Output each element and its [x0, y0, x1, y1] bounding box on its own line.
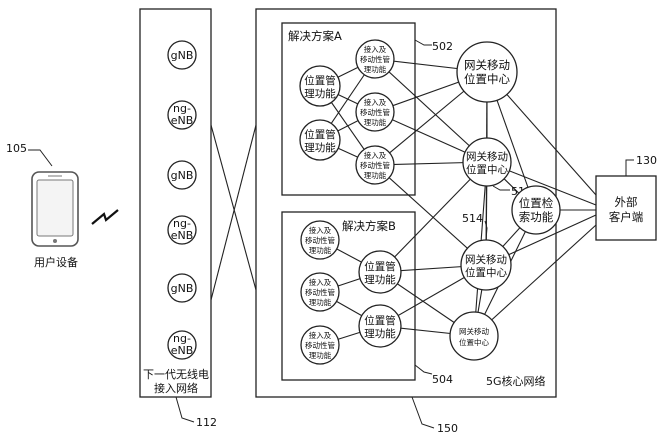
gmlc-1: 网关移动 位置中心 [456, 41, 518, 103]
user-device: 用户设备 105 [6, 142, 79, 269]
gmlc-3: 网关移动 位置中心 514 [460, 212, 512, 291]
solution-a-group: 解决方案A 502 [281, 22, 453, 196]
lmf-label: 理功能 [364, 273, 396, 286]
solution-a-lmf-2: 位置管 理功能 [299, 119, 341, 161]
ran-node-1: gNB [167, 40, 197, 70]
ran-node-label: eNB [171, 114, 194, 127]
solution-a-lmf-1: 位置管 理功能 [299, 65, 341, 107]
gmlc-label: 网关移动 [459, 326, 489, 336]
amf-label: 移动性管 [305, 340, 335, 350]
ran-node-label: ng- [173, 217, 191, 230]
lmf-label: 理功能 [364, 327, 396, 340]
amf-label: 接入及 [309, 330, 332, 340]
gmlc-label: 位置中心 [464, 72, 510, 86]
gmlc-label: 网关移动 [465, 253, 507, 266]
lmf-label: 位置管 [304, 74, 336, 87]
amf-label: 接入及 [364, 97, 387, 107]
amf-label: 理功能 [364, 170, 387, 180]
gmlc-3-ref: 514 [462, 212, 483, 225]
amf-label: 接入及 [364, 44, 387, 54]
solution-b-amf-1: 接入及 移动性管 理功能 [300, 220, 340, 260]
ran-node-5: gNB [167, 273, 197, 303]
solution-b-amf-2: 接入及 移动性管 理功能 [300, 272, 340, 312]
gmlc-label: 位置中心 [465, 266, 507, 279]
solution-b-title: 解决方案B [342, 219, 396, 233]
solution-a-ref: 502 [432, 40, 453, 53]
amf-label: 理功能 [364, 64, 387, 74]
lmf-label: 位置管 [304, 128, 336, 141]
amf-label: 理功能 [364, 117, 387, 127]
solution-b-amf-3: 接入及 移动性管 理功能 [300, 325, 340, 365]
ran-node-4: ng- eNB [167, 215, 197, 245]
gmlc-label: 网关移动 [464, 58, 510, 72]
core-network-label: 5G核心网络 [486, 374, 546, 388]
gmlc-4: 网关移动 位置中心 [449, 311, 499, 361]
external-client-ref: 130 [636, 154, 657, 167]
lmf-label: 理功能 [304, 141, 336, 154]
solution-a-title: 解决方案A [288, 29, 342, 43]
ran-node-label: ng- [173, 102, 191, 115]
gmlc-label: 位置中心 [466, 163, 508, 176]
amf-label: 理功能 [309, 297, 332, 307]
user-device-label: 用户设备 [34, 255, 78, 269]
ran-label: 接入网络 [154, 381, 198, 395]
ran-node-2: ng- eNB [167, 100, 197, 130]
ran-node-6: ng- eNB [167, 330, 197, 360]
amf-label: 移动性管 [360, 54, 390, 64]
lmf-label: 理功能 [304, 87, 336, 100]
solution-b-lmf-1: 位置管 理功能 [358, 250, 402, 294]
gmlc-label: 位置中心 [459, 337, 489, 347]
amf-label: 移动性管 [305, 287, 335, 297]
lmf-label: 位置管 [364, 260, 396, 273]
amf-label: 移动性管 [305, 235, 335, 245]
solution-b-box [281, 211, 416, 381]
solution-b-ref: 504 [432, 373, 453, 386]
ran-ref: 112 [196, 416, 217, 429]
solution-b-group: 解决方案B 504 [281, 211, 453, 386]
solution-a-box [281, 22, 416, 196]
solution-b-lmf-2: 位置管 理功能 [358, 304, 402, 348]
amf-label: 接入及 [309, 277, 332, 287]
amf-label: 理功能 [309, 350, 332, 360]
external-client-label: 客户端 [609, 210, 644, 224]
gmlc-label: 网关移动 [466, 150, 508, 163]
ran-node-label: eNB [171, 344, 194, 357]
ran-label: 下一代无线电 [143, 367, 209, 381]
lrf-label: 位置检 [519, 196, 554, 210]
lmf-label: 位置管 [364, 314, 396, 327]
solution-a-amf-3: 接入及 移动性管 理功能 [355, 145, 395, 185]
lrf-label: 索功能 [519, 210, 554, 224]
user-device-ref: 105 [6, 142, 27, 155]
gmlc-2: 网关移动 位置中心 512 [462, 137, 532, 198]
ran-node-label: ng- [173, 332, 191, 345]
amf-label: 移动性管 [360, 160, 390, 170]
ran-node-label: gNB [171, 282, 194, 295]
external-client-label: 外部 [615, 195, 638, 209]
core-network-ref: 150 [437, 422, 458, 435]
solution-a-amf-2: 接入及 移动性管 理功能 [355, 92, 395, 132]
phone-icon [31, 171, 79, 247]
location-retrieval-function: 位置检 索功能 [511, 185, 561, 235]
ran-node-label: gNB [171, 169, 194, 182]
ran-group: gNB ng- eNB gNB ng- eNB gNB ng- eNB 下一代无… [139, 8, 217, 429]
amf-label: 接入及 [364, 150, 387, 160]
amf-label: 理功能 [309, 245, 332, 255]
wireless-link-icon [91, 209, 119, 225]
amf-label: 接入及 [309, 225, 332, 235]
ran-node-label: gNB [171, 49, 194, 62]
ran-node-3: gNB [167, 160, 197, 190]
external-client-group: 外部 客户端 130 [595, 154, 657, 241]
amf-label: 移动性管 [360, 107, 390, 117]
ran-node-label: eNB [171, 229, 194, 242]
solution-a-amf-1: 接入及 移动性管 理功能 [355, 39, 395, 79]
ran-box [139, 8, 212, 398]
